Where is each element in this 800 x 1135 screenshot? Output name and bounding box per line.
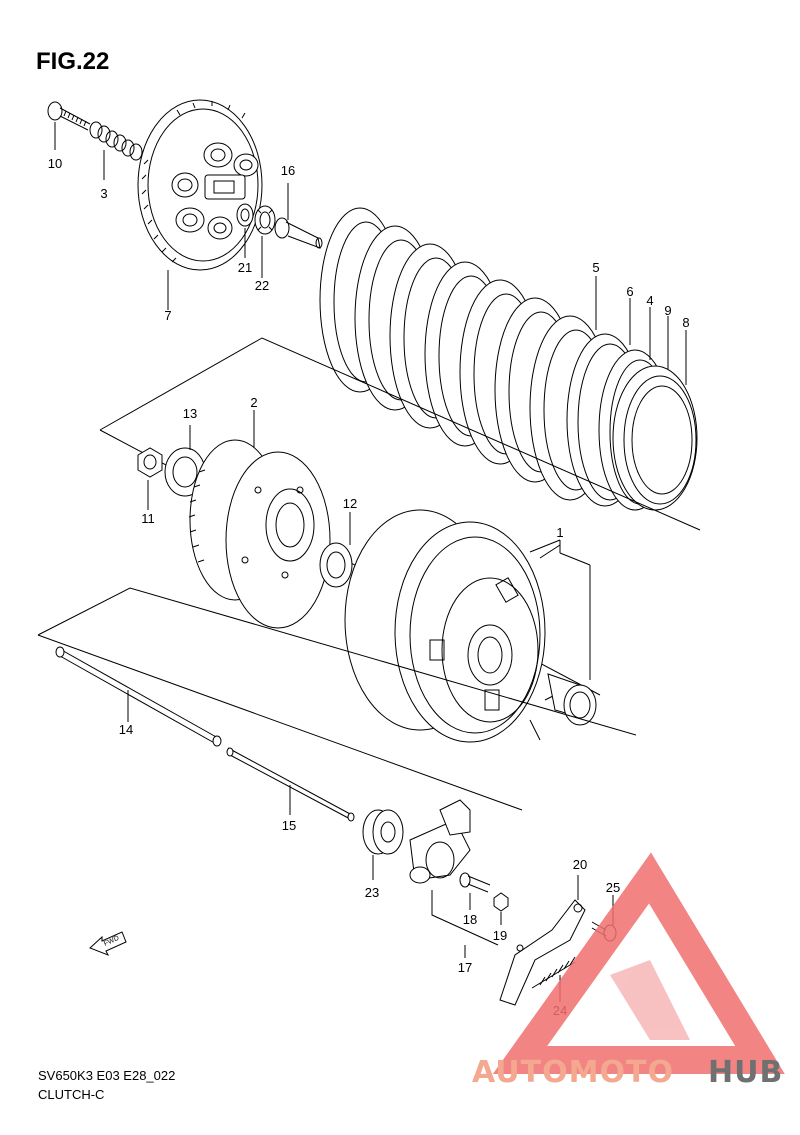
clutch-release-17	[409, 799, 499, 958]
housing-bushing	[547, 673, 597, 726]
part-label-16: 16	[281, 163, 295, 178]
part-label-22: 22	[255, 278, 269, 293]
bolt-10	[47, 101, 91, 150]
pressure-plate-7	[137, 99, 263, 310]
part-label-15: 15	[282, 818, 296, 833]
part-label-8: 8	[682, 315, 689, 330]
model-code: SV650K3 E03 E28_022	[38, 1068, 176, 1083]
fwd-arrow-icon	[89, 931, 127, 956]
watermark-text-hub: HUB	[708, 1055, 783, 1090]
part-label-12: 12	[343, 496, 357, 511]
part-label-6: 6	[626, 284, 633, 299]
push-rod-14	[55, 646, 222, 747]
part-label-5: 5	[592, 260, 599, 275]
figure-title: FIG.22	[36, 48, 110, 75]
thrust-washer-12	[319, 512, 353, 588]
part-label-2: 2	[250, 395, 257, 410]
nut-19	[493, 892, 509, 925]
part-label-9: 9	[664, 303, 671, 318]
watermark-text-automoto: AUTOMOTO	[472, 1055, 674, 1090]
clutch-housing-1	[344, 509, 591, 743]
bracket-20	[499, 875, 586, 1006]
push-piece-16	[274, 183, 323, 249]
part-label-4: 4	[646, 293, 653, 308]
bearing-22	[254, 205, 276, 278]
part-label-17: 17	[458, 960, 472, 975]
spring-3	[89, 121, 143, 180]
part-label-19: 19	[493, 928, 507, 943]
part-label-11: 11	[141, 511, 155, 526]
part-label-1: 1	[556, 525, 563, 540]
section-name: CLUTCH-C	[38, 1087, 105, 1102]
bolt-18	[459, 872, 491, 910]
part-label-7: 7	[164, 308, 171, 323]
assembly-bracket-lower	[37, 587, 637, 811]
part-label-3: 3	[100, 186, 107, 201]
clutch-sleeve-hub-2	[188, 410, 331, 629]
oil-seal-23	[362, 809, 404, 880]
part-label-14: 14	[119, 722, 133, 737]
clutch-plate-stack	[319, 207, 698, 511]
part-label-23: 23	[365, 885, 379, 900]
part-label-20: 20	[573, 857, 587, 872]
nut-11	[137, 447, 163, 510]
part-label-25: 25	[606, 880, 620, 895]
part-label-10: 10	[48, 156, 62, 171]
push-rod-15	[226, 747, 355, 822]
washer-21	[236, 203, 254, 258]
automotohub-watermark-logo	[492, 852, 785, 1074]
part-label-13: 13	[183, 406, 197, 421]
part-label-18: 18	[463, 912, 477, 927]
part-label-21: 21	[238, 260, 252, 275]
